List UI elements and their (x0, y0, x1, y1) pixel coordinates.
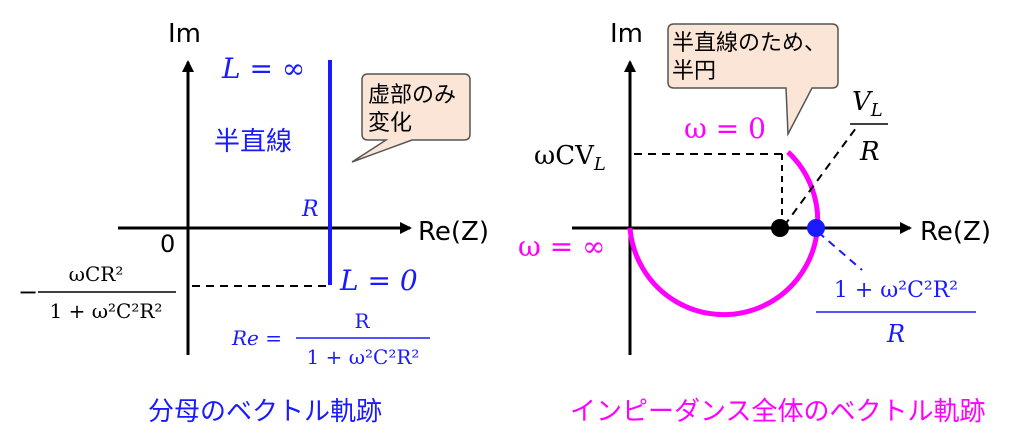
right-re-label: Re(Z) (920, 217, 991, 247)
right-im-label: Im (610, 19, 643, 49)
right-point-numer: 1 + ω²C²R² (834, 278, 958, 303)
right-center-point (771, 219, 789, 237)
left-y-minus: − (18, 278, 38, 306)
right-intersection-point (807, 219, 825, 237)
right-y-label-sub: L (593, 154, 606, 175)
right-center-numer: VL (852, 87, 883, 121)
right-callout-bubble (667, 23, 839, 137)
left-r-label: R (301, 197, 319, 222)
left-origin-label: 0 (160, 230, 175, 258)
right-omega-inf: ω = ∞ (518, 230, 605, 263)
right-center-numer-main: V (852, 87, 873, 117)
left-re-denom: 1 + ω²C²R² (307, 345, 420, 369)
right-diagram: Im Re(Z) ω = 0 ω = ∞ ωCVL VL R 1 + ω²C²R… (518, 19, 991, 427)
right-dashed-point-pointer (817, 231, 863, 271)
right-y-label-main: ωCV (534, 141, 595, 171)
left-y-numer: ωCR² (69, 262, 124, 286)
right-omega-zero: ω = 0 (684, 112, 766, 145)
right-center-numer-sub: L (870, 100, 883, 121)
right-caption: インピーダンス全体のベクトル軌跡 (570, 397, 985, 427)
left-callout-line1: 虚部のみ (368, 83, 456, 108)
left-y-denom: 1 + ω²C²R² (50, 299, 163, 323)
right-callout-line1: 半直線のため、 (672, 31, 826, 56)
left-bottom-label: L = 0 (339, 264, 418, 297)
right-dashed-center-pointer (783, 127, 857, 227)
left-re-numer: R (354, 309, 370, 333)
right-semicircle-arc (627, 150, 821, 318)
left-re-label: Re(Z) (418, 217, 489, 247)
right-callout-line2: 半円 (672, 59, 716, 84)
left-callout-line2: 変化 (368, 111, 412, 136)
right-center-denom: R (859, 137, 880, 167)
left-diagram: Im Re(Z) 0 L = ∞ 半直線 R L = 0 − ωCR² 1 + … (18, 19, 489, 427)
left-re-lhs: Re = (231, 326, 282, 350)
left-callout-bubble (351, 73, 471, 163)
left-im-label: Im (168, 19, 201, 49)
left-caption: 分母のベクトル軌跡 (148, 397, 382, 427)
right-point-denom: R (886, 320, 905, 348)
left-top-label: L = ∞ (221, 52, 305, 85)
left-half-line-label: 半直線 (214, 127, 292, 157)
right-y-label: ωCVL (534, 141, 606, 175)
